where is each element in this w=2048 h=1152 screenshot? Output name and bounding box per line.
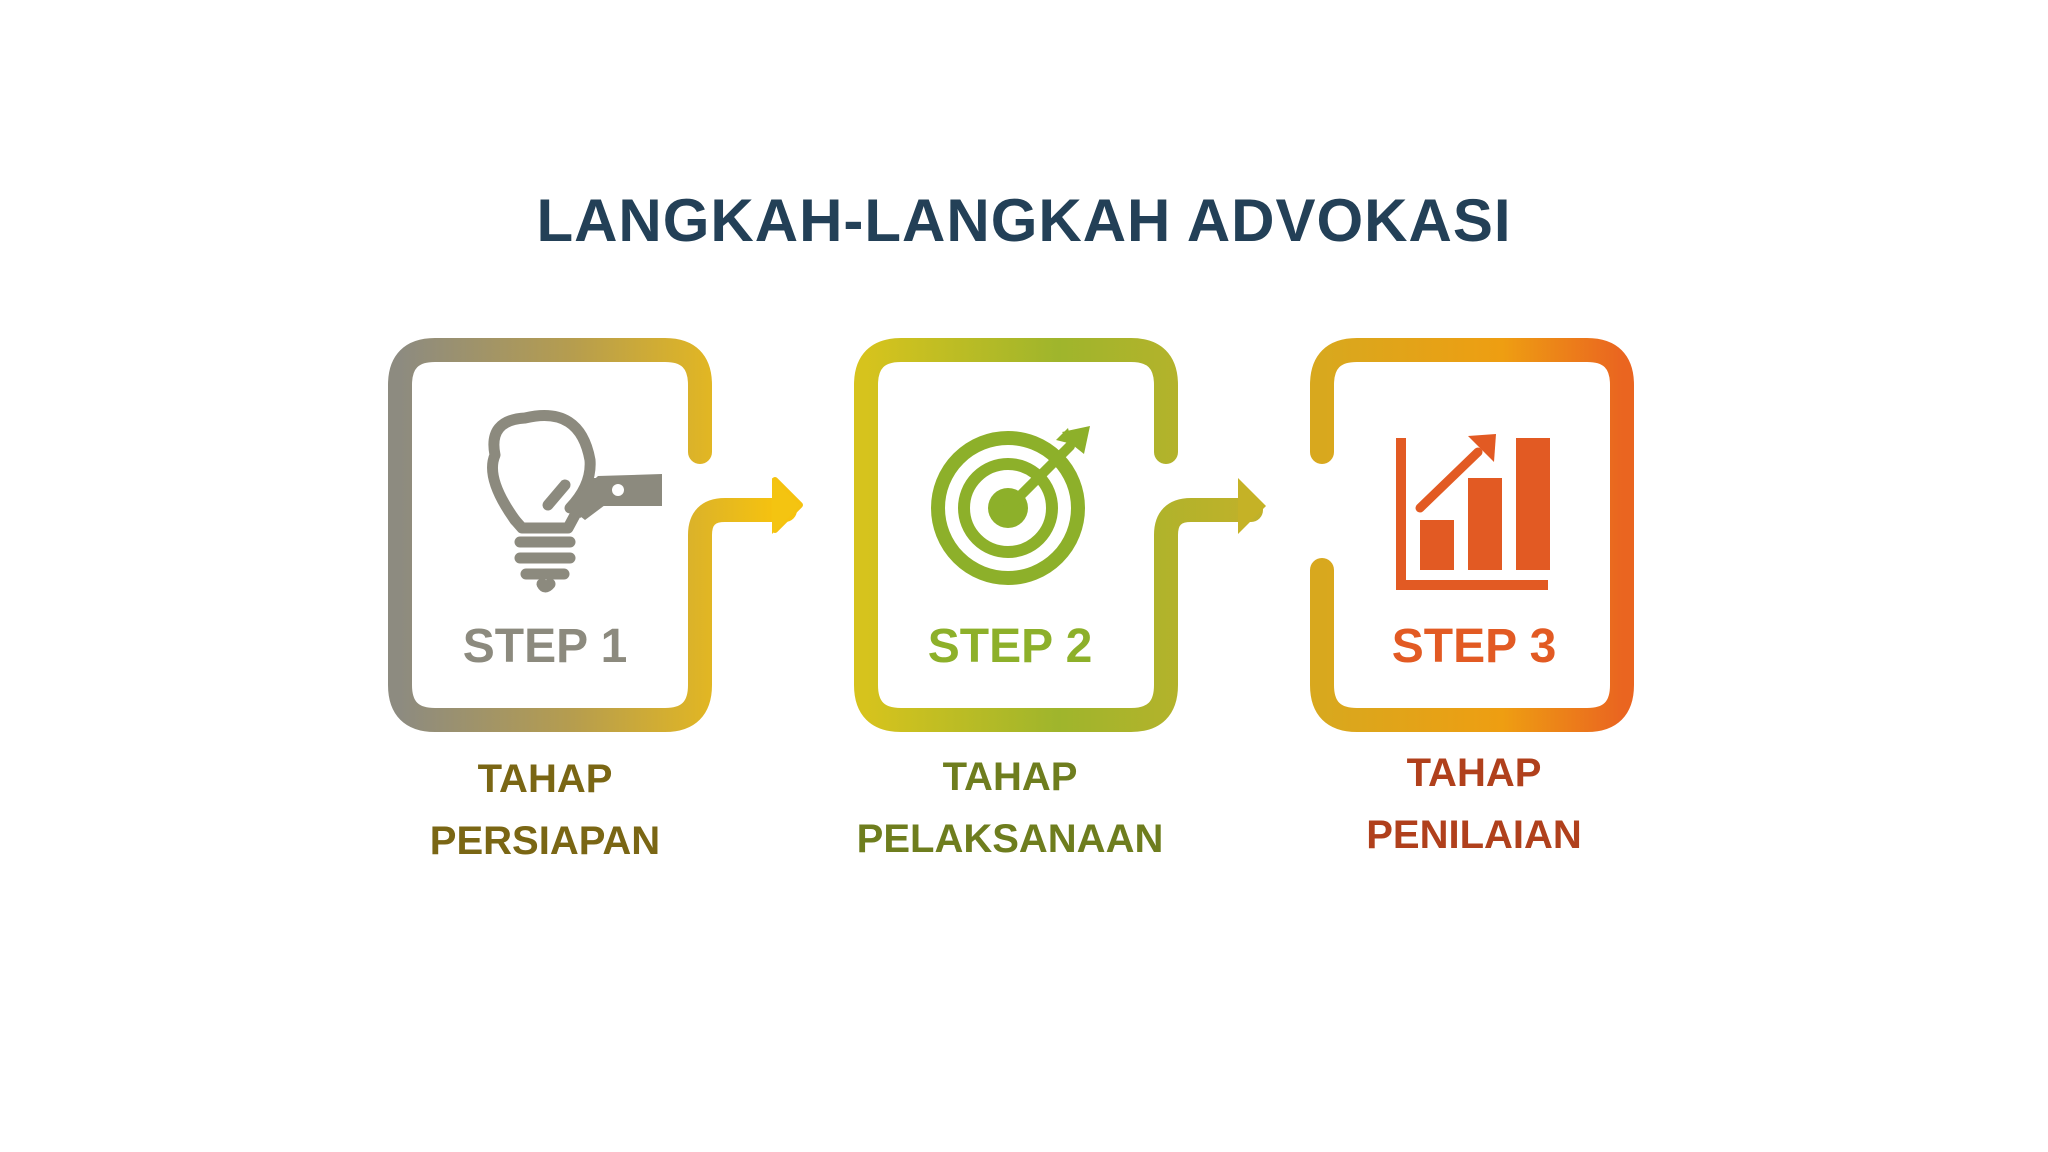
step-3-caption-line1: TAHAP	[1406, 751, 1542, 795]
step-2-caption-line2: PELAKSANAAN	[856, 817, 1164, 861]
bar-chart-growth-icon	[1396, 434, 1550, 590]
step-3-caption: TAHAP PENILAIAN	[1294, 742, 1654, 866]
arrow-right-icon	[1238, 478, 1266, 534]
step-2-caption-line1: TAHAP	[942, 755, 1078, 799]
step-2-caption: TAHAP PELAKSANAAN	[830, 746, 1190, 870]
step-3-frame	[1310, 338, 1634, 732]
arrow-right-icon	[772, 478, 800, 534]
step-1-caption-line2: PERSIAPAN	[429, 819, 661, 863]
step-1-caption: TAHAP PERSIAPAN	[365, 748, 725, 872]
step-1-label: STEP 1	[463, 620, 628, 673]
lightbulb-tag-icon	[487, 410, 662, 593]
step-2-frame	[854, 338, 1266, 732]
step-3-caption-line2: PENILAIAN	[1366, 813, 1582, 857]
step-3-label: STEP 3	[1392, 620, 1557, 673]
page-title: LANGKAH-LANGKAH ADVOKASI	[536, 187, 1512, 254]
target-arrow-icon	[931, 426, 1090, 585]
step-2-label: STEP 2	[928, 620, 1093, 673]
step-1-frame	[388, 338, 803, 732]
step-1-caption-line1: TAHAP	[477, 757, 613, 801]
